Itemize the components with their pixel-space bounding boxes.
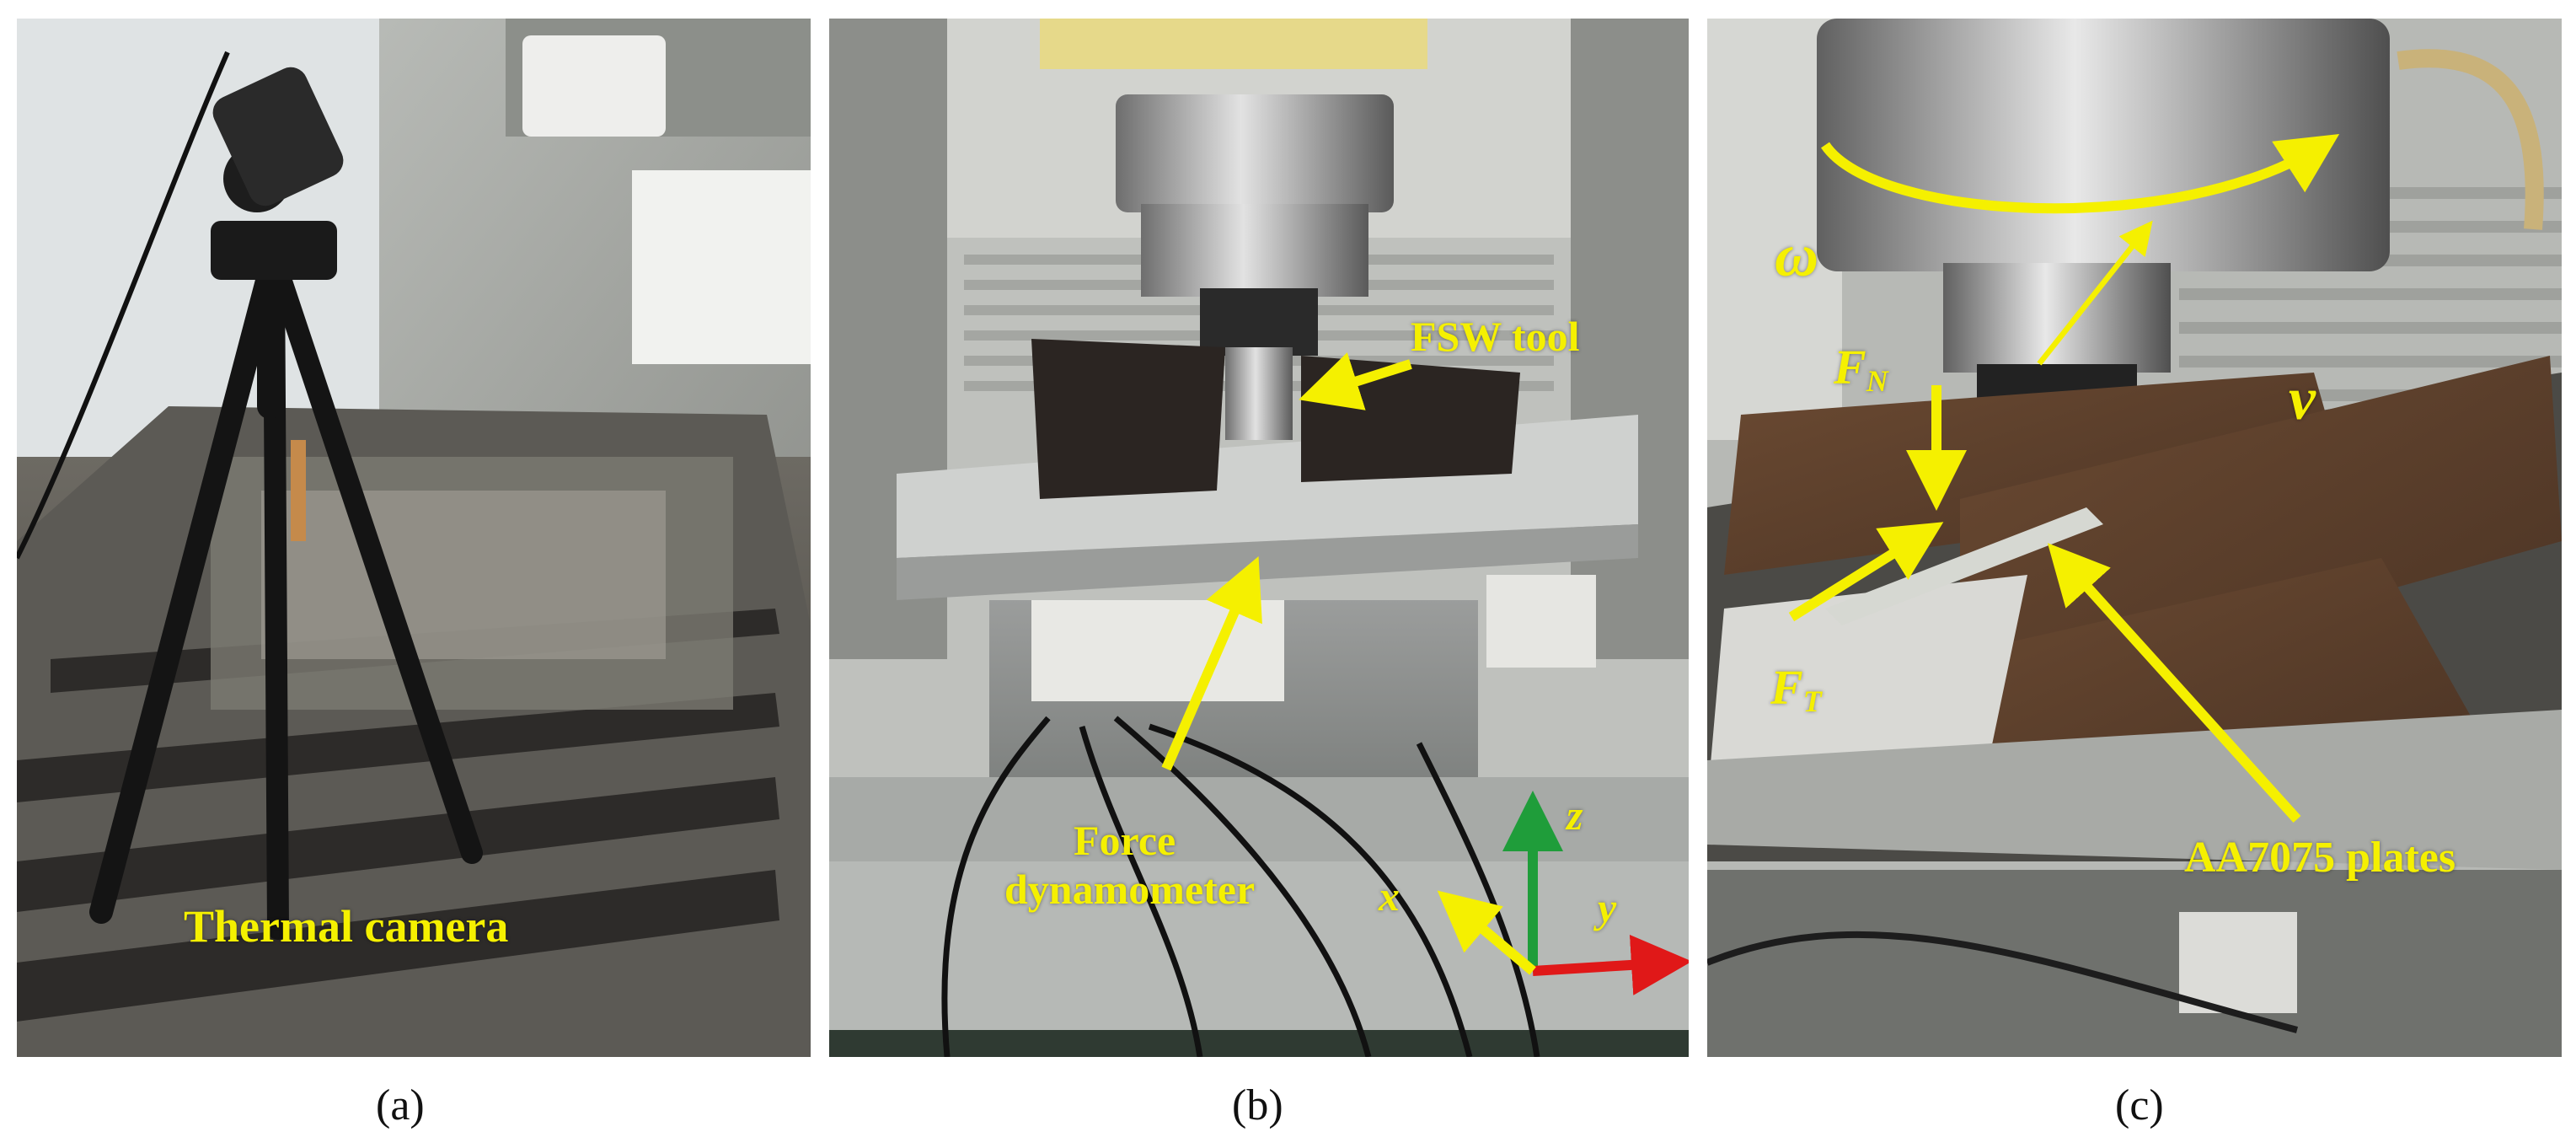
velocity-label: v — [2289, 365, 2316, 432]
fn-main: F — [1834, 340, 1866, 394]
dynamometer-label: dynamometer — [1004, 866, 1256, 913]
aa7075-plates-label: AA7075 plates — [2184, 834, 2456, 882]
aa7075-plates-photo — [1707, 19, 2562, 1057]
annotation-arrows-b — [1161, 352, 1689, 995]
thermal-camera-photo — [17, 19, 811, 1057]
panel-c-photo: ω v FN FT AA7075 plates — [1707, 19, 2562, 1057]
axis-x-label: x — [1379, 872, 1400, 920]
thermal-camera-label: Thermal camera — [184, 901, 509, 952]
axis-z-label: z — [1566, 791, 1583, 839]
force-dynamometer-photo — [829, 19, 1689, 1057]
panel-a-caption: (a) — [376, 1081, 425, 1129]
force-label: Force — [1074, 817, 1176, 864]
omega-label: ω — [1775, 222, 1819, 289]
traverse-force-label: FT — [1770, 659, 1822, 719]
panel-b-photo: FSW tool Force dynamometer x z y — [829, 19, 1689, 1057]
panel-a-photo: Thermal camera — [17, 19, 811, 1057]
ft-main: F — [1770, 660, 1803, 715]
panel-c-caption: (c) — [2115, 1081, 2164, 1129]
panel-b-caption: (b) — [1232, 1081, 1283, 1129]
normal-force-label: FN — [1834, 339, 1888, 399]
fsw-tool-label: FSW tool — [1411, 313, 1580, 360]
fn-subscript: N — [1866, 363, 1888, 398]
ft-subscript: T — [1802, 684, 1822, 718]
annotation-arrows-c — [1788, 133, 2340, 823]
axis-y-label: y — [1598, 884, 1617, 931]
